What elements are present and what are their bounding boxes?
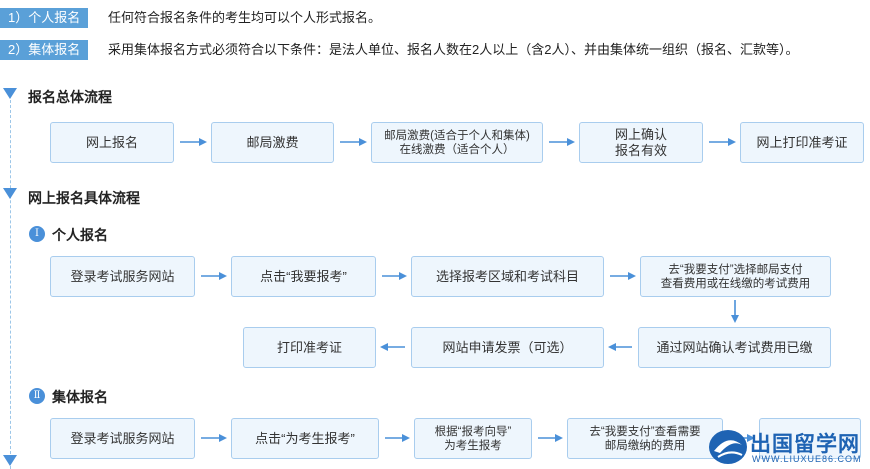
personal-step-select-region: 选择报考区域和考试科目 bbox=[411, 256, 604, 297]
watermark-url: WWW.LIUXUE86.COM bbox=[752, 454, 862, 464]
overall-process-title: 报名总体流程 bbox=[28, 89, 112, 105]
group-flow-title: 集体报名 bbox=[52, 389, 108, 405]
overall-step-5: 网上打印准考证 bbox=[740, 122, 864, 163]
group-step-payment: 去“我要支付”查看需要 邮局缴纳的费用 bbox=[567, 418, 723, 459]
overall-step-2: 邮局激费 bbox=[211, 122, 334, 163]
group-step-next bbox=[759, 418, 861, 459]
overall-step-4: 网上确认 报名有效 bbox=[579, 122, 703, 163]
group-signup-description: 采用集体报名方式必须符合以下条件：是法人单位、报名人数在2人以上（含2人）、并由… bbox=[108, 42, 799, 57]
overall-step-1: 网上报名 bbox=[50, 122, 174, 163]
group-signup-tag: 2）集体报名 bbox=[0, 40, 89, 60]
section-marker-icon bbox=[3, 455, 17, 466]
personal-step-payment: 去“我要支付”选择邮局支付 查看费用或在线缴的考试费用 bbox=[640, 256, 831, 297]
personal-step-print-ticket: 打印准考证 bbox=[243, 327, 376, 368]
personal-step-invoice: 网站申请发票（可选） bbox=[411, 327, 604, 368]
group-step-login: 登录考试服务网站 bbox=[50, 418, 195, 459]
section-marker-icon bbox=[3, 88, 17, 99]
personal-step-click-apply: 点击“我要报考” bbox=[231, 256, 376, 297]
timeline-line bbox=[10, 100, 11, 469]
personal-signup-tag: 1）个人报名 bbox=[0, 8, 89, 28]
roman-two-icon: Ⅱ bbox=[29, 388, 45, 404]
group-step-guide: 根据“报考向导” 为考生报考 bbox=[414, 418, 532, 459]
watermark-name: 出国留学网 bbox=[750, 433, 860, 456]
roman-one-icon: Ⅰ bbox=[29, 226, 45, 242]
personal-step-login: 登录考试服务网站 bbox=[50, 256, 195, 297]
section-marker-icon bbox=[3, 188, 17, 199]
watermark-logo: 出国留学网 WWW.LIUXUE86.COM bbox=[706, 425, 870, 469]
overall-step-3: 邮局激费(适合于个人和集体) 在线激费（适合个人） bbox=[371, 122, 543, 163]
personal-signup-description: 任何符合报名条件的考生均可以个人形式报名。 bbox=[108, 10, 382, 25]
personal-flow-title: 个人报名 bbox=[52, 227, 108, 243]
personal-step-confirm-fee: 通过网站确认考试费用已缴 bbox=[638, 327, 831, 368]
online-process-title: 网上报名具体流程 bbox=[28, 190, 140, 206]
group-step-apply-for-candidate: 点击“为考生报考” bbox=[231, 418, 379, 459]
